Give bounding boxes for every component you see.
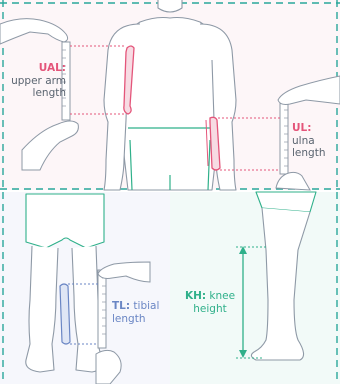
ual-abbr: UAL: <box>39 62 66 74</box>
ual-name-line1: upper arm <box>4 75 66 88</box>
tl-name-line1: tibial <box>133 300 159 312</box>
tl-label: TL: tibial length <box>112 300 168 325</box>
tibia-bone <box>60 284 70 344</box>
ul-name-line1: ulna <box>292 135 338 148</box>
kh-name-line2: height <box>184 303 236 316</box>
kh-label: KH: knee height <box>184 290 236 315</box>
kh-abbr: KH: <box>185 290 206 302</box>
ual-label: UAL: upper arm length <box>4 62 66 100</box>
tl-tape <box>98 270 106 348</box>
ul-abbr: UL: <box>292 122 311 134</box>
ul-name-line2: length <box>292 147 338 160</box>
ul-label: UL: ulna length <box>292 122 338 160</box>
tl-name-line2: length <box>112 313 168 326</box>
kh-name-line1: knee <box>209 290 235 302</box>
ul-tape <box>280 102 288 174</box>
ual-name-line2: length <box>4 87 66 100</box>
tl-abbr: TL: <box>112 300 130 312</box>
